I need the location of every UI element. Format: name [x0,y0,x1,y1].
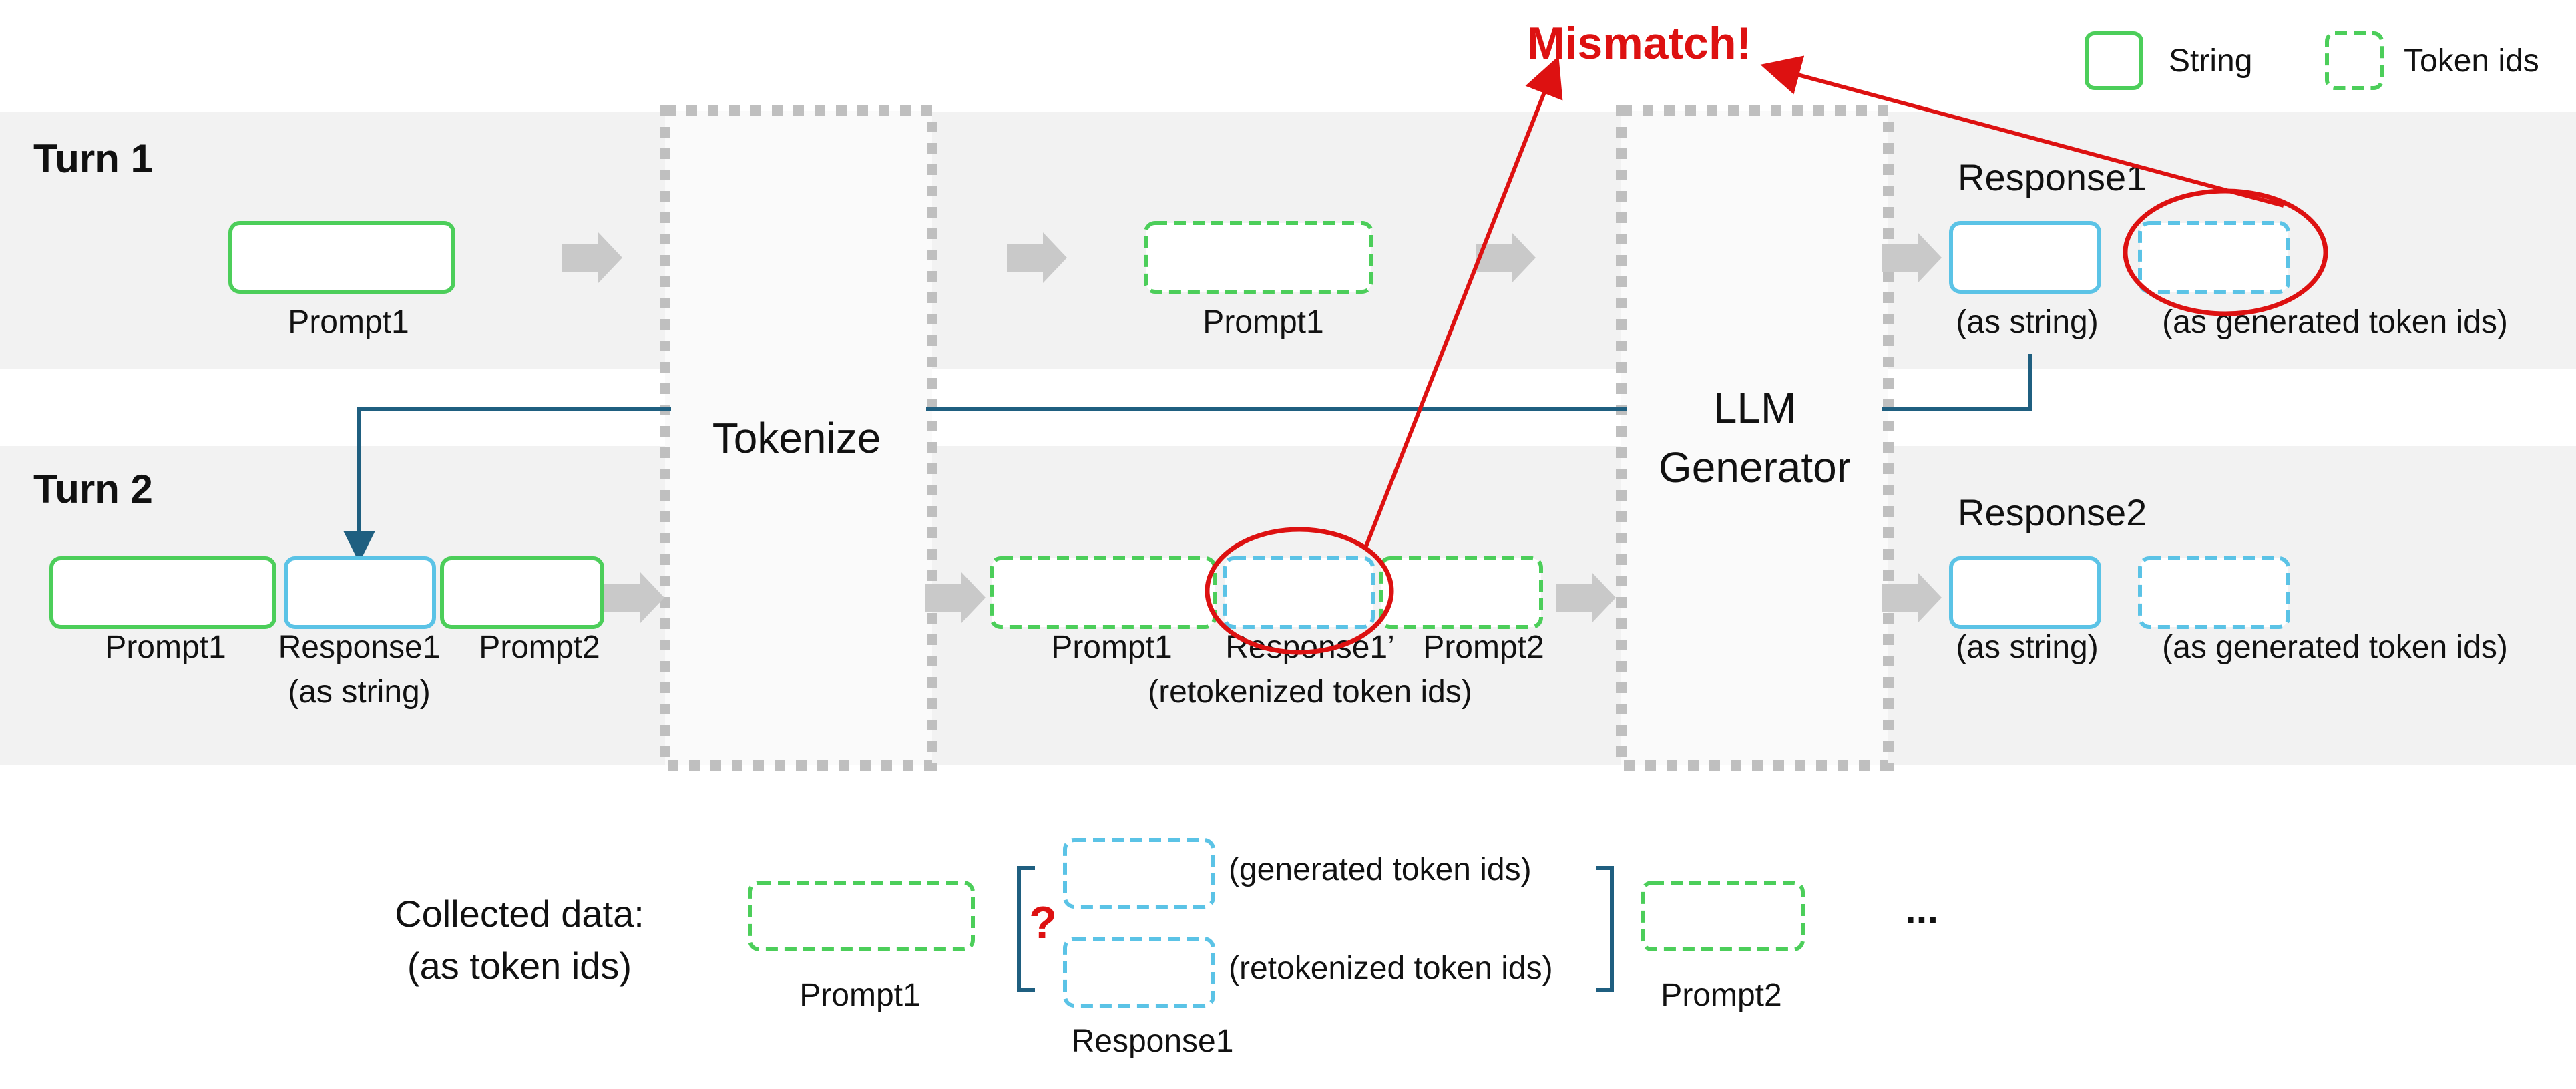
generator-stage-box [1616,105,1894,771]
turn1-as-string-label: (as string) [1956,304,2098,340]
collected-left-bracket [1017,866,1035,992]
turn1-prompt1-token-box [1144,221,1373,294]
turn1-token-prompt1-label: Prompt1 [1203,304,1323,340]
flow-arrow [1476,232,1536,283]
mismatch-label: Mismatch! [1527,18,1751,69]
turn2-response1-label: Response1 [278,630,441,665]
turn2-prompt1-string-box [49,556,276,629]
turn2-retokenized-label: (retokenized token ids) [1148,674,1472,710]
collected-question-mark: ? [1029,897,1057,948]
tokenize-label: Tokenize [712,414,881,462]
collected-retokenized-label: (retokenized token ids) [1229,951,1553,986]
collected-retokenized-token-box [1063,937,1215,1008]
collected-prompt1-token-box [748,881,975,951]
flow-arrow [1556,572,1616,623]
turn2-prompt2-string-box [440,556,604,629]
mismatch-arrow-from-turn1 [1760,55,2284,208]
turn2-prompt2-token-box [1379,556,1543,629]
collected-generated-label: (generated token ids) [1229,852,1532,887]
turn2-response-title: Response2 [1958,491,2147,533]
flow-arrow [562,232,622,283]
turn2-response-token-box [2138,556,2290,629]
turn1-response-title: Response1 [1958,156,2147,198]
collected-label-line1: Collected data: [395,893,644,935]
turn2-response-string-box [1949,556,2101,629]
flow-arrow [1007,232,1067,283]
generator-line-mask [1627,401,1882,418]
turn2-token-prompt2-label: Prompt2 [1423,630,1544,665]
turn2-prompt1-label: Prompt1 [105,630,226,665]
collected-label-line2: (as token ids) [407,945,632,987]
turn2-mismatch-circle [1205,527,1394,655]
turn2-prompt1-token-box [990,556,1217,629]
turn1-response-token-box [2138,221,2290,294]
legend-string-swatch [2085,31,2143,90]
turn2-prompt2-label: Prompt2 [479,630,600,665]
legend-token-label: Token ids [2404,43,2539,79]
legend-string-label: String [2169,43,2252,79]
turn2-as-generated-label: (as generated token ids) [2162,630,2508,665]
tokenize-stage-box [660,105,937,771]
turn1-prompt1-label: Prompt1 [288,304,409,340]
turn2-title: Turn 2 [33,467,153,511]
flow-arrow [604,572,664,623]
turn2-token-response1-label: Response1’ [1225,630,1395,665]
turn1-title: Turn 1 [33,136,153,181]
turn1-response-string-box [1949,221,2101,294]
flow-arrow [925,572,986,623]
flow-arrow [1882,232,1942,283]
turn2-response1-string-box [284,556,436,629]
collected-ellipsis: ... [1905,887,1938,931]
turn2-response1-token-box [1223,556,1375,629]
collected-prompt2-label: Prompt2 [1661,977,1781,1013]
collected-right-bracket [1596,866,1614,992]
tokenize-line-mask [671,401,926,418]
legend-token-swatch [2325,31,2384,90]
turn2-as-string-label: (as string) [1956,630,2098,665]
collected-generated-token-box [1063,838,1215,909]
response-feedback-line [343,354,2032,563]
collected-response1-label: Response1 [1072,1024,1234,1059]
mismatch-arrow-from-turn2 [1364,55,1563,548]
generator-label-line1: LLM [1713,384,1797,432]
turn1-prompt1-string-box [228,221,455,294]
collected-prompt2-token-box [1641,881,1805,951]
turn2-response1-sub-label: (as string) [288,674,430,710]
flow-arrow [1882,572,1942,623]
turn1-as-generated-label: (as generated token ids) [2162,304,2508,340]
flow-arrows [562,232,1942,623]
turn2-token-prompt1-label: Prompt1 [1051,630,1172,665]
collected-prompt1-label: Prompt1 [799,977,920,1013]
generator-label-line2: Generator [1659,443,1851,491]
